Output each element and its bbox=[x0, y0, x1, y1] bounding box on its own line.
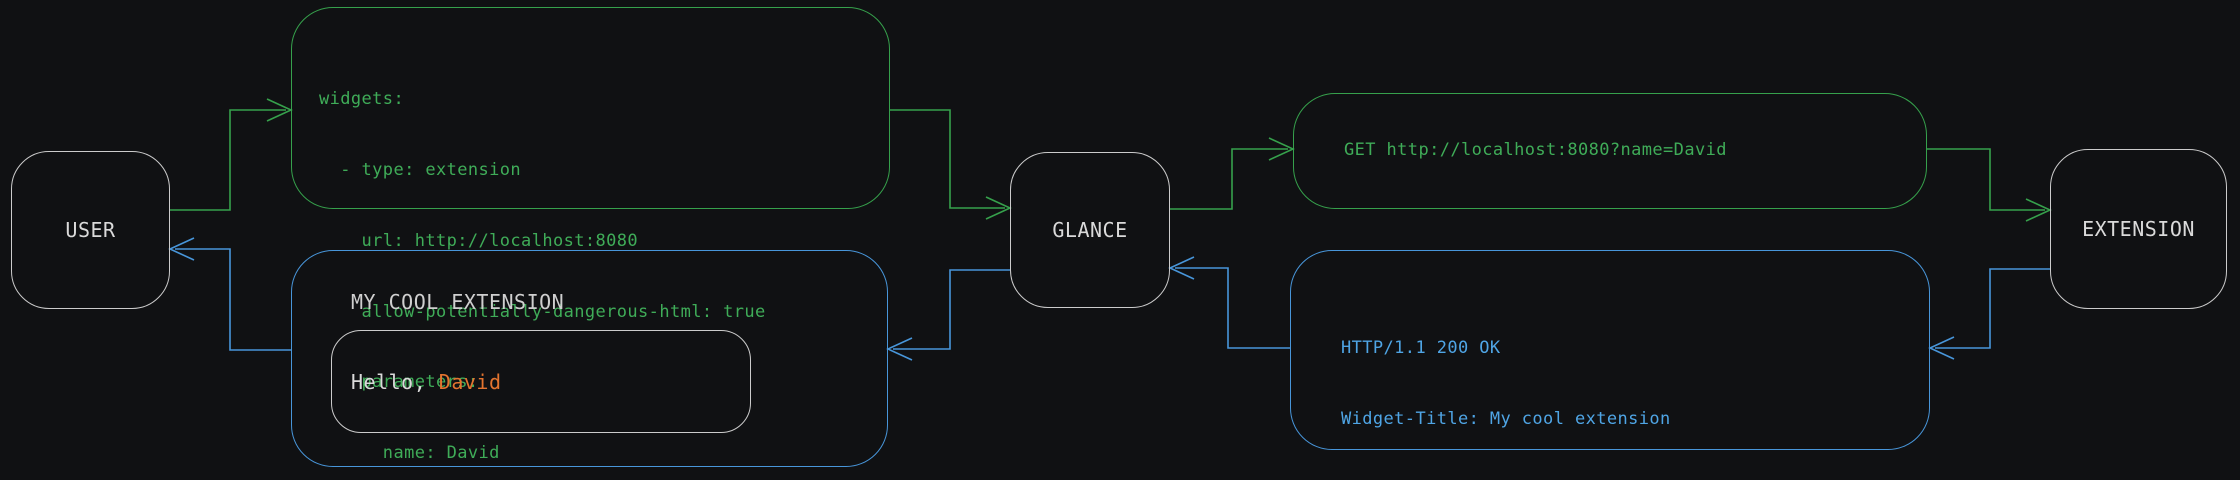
config-yaml-box: widgets: - type: extension url: http://l… bbox=[291, 7, 890, 463]
hello-name-highlight: David bbox=[438, 369, 502, 394]
config-yaml-code: widgets: - type: extension url: http://l… bbox=[292, 8, 889, 480]
extension-node-label: EXTENSION bbox=[2082, 217, 2195, 241]
hello-text: Hello, bbox=[351, 369, 439, 394]
http-response-box: HTTP/1.1 200 OK Widget-Title: My cool ex… bbox=[1290, 250, 1930, 480]
arrow-glance-to-widget bbox=[893, 269, 1010, 350]
arrowhead-left-icon bbox=[168, 237, 195, 261]
glance-node-label: GLANCE bbox=[1052, 218, 1128, 242]
arrow-config-to-glance bbox=[890, 109, 1005, 209]
code-line: widgets: bbox=[319, 89, 405, 110]
http-response-code: HTTP/1.1 200 OK Widget-Title: My cool ex… bbox=[1291, 251, 1929, 480]
widget-content-box: Hello, David bbox=[331, 330, 751, 433]
widget-title: MY COOL EXTENSION bbox=[351, 290, 565, 314]
code-line: - type: extension bbox=[319, 159, 522, 180]
arrow-request-to-extension bbox=[1927, 148, 2045, 211]
code-line: parameters: bbox=[319, 372, 479, 393]
arrow-response-to-glance bbox=[1175, 267, 1290, 349]
arrow-user-to-config bbox=[170, 109, 286, 211]
arrow-extension-to-response bbox=[1935, 268, 2050, 349]
arrow-widget-to-user bbox=[175, 248, 291, 351]
glance-node: GLANCE bbox=[1010, 152, 1170, 308]
code-line: allow-potentially-dangerous-html: true bbox=[319, 301, 766, 322]
arrow-glance-to-request bbox=[1170, 148, 1288, 210]
arrowhead-left-icon bbox=[1168, 256, 1195, 280]
response-flow-arrows bbox=[168, 237, 2050, 361]
code-line: HTTP/1.1 200 OK bbox=[1341, 338, 1501, 359]
http-request-box: GET http://localhost:8080?name=David bbox=[1293, 93, 1927, 209]
http-request-text: GET http://localhost:8080?name=David bbox=[1344, 140, 1727, 161]
code-line: url: http://localhost:8080 bbox=[319, 230, 639, 251]
extension-node: EXTENSION bbox=[2050, 149, 2227, 309]
rendered-widget-box: MY COOL EXTENSION Hello, David bbox=[291, 250, 888, 467]
arrowhead-left-icon bbox=[1928, 336, 1955, 360]
code-line: Widget-Title: My cool extension bbox=[1341, 408, 1671, 429]
code-line: name: David bbox=[319, 443, 500, 464]
user-node-label: USER bbox=[65, 218, 116, 242]
arrowhead-left-icon bbox=[886, 337, 913, 361]
user-node: USER bbox=[11, 151, 170, 309]
